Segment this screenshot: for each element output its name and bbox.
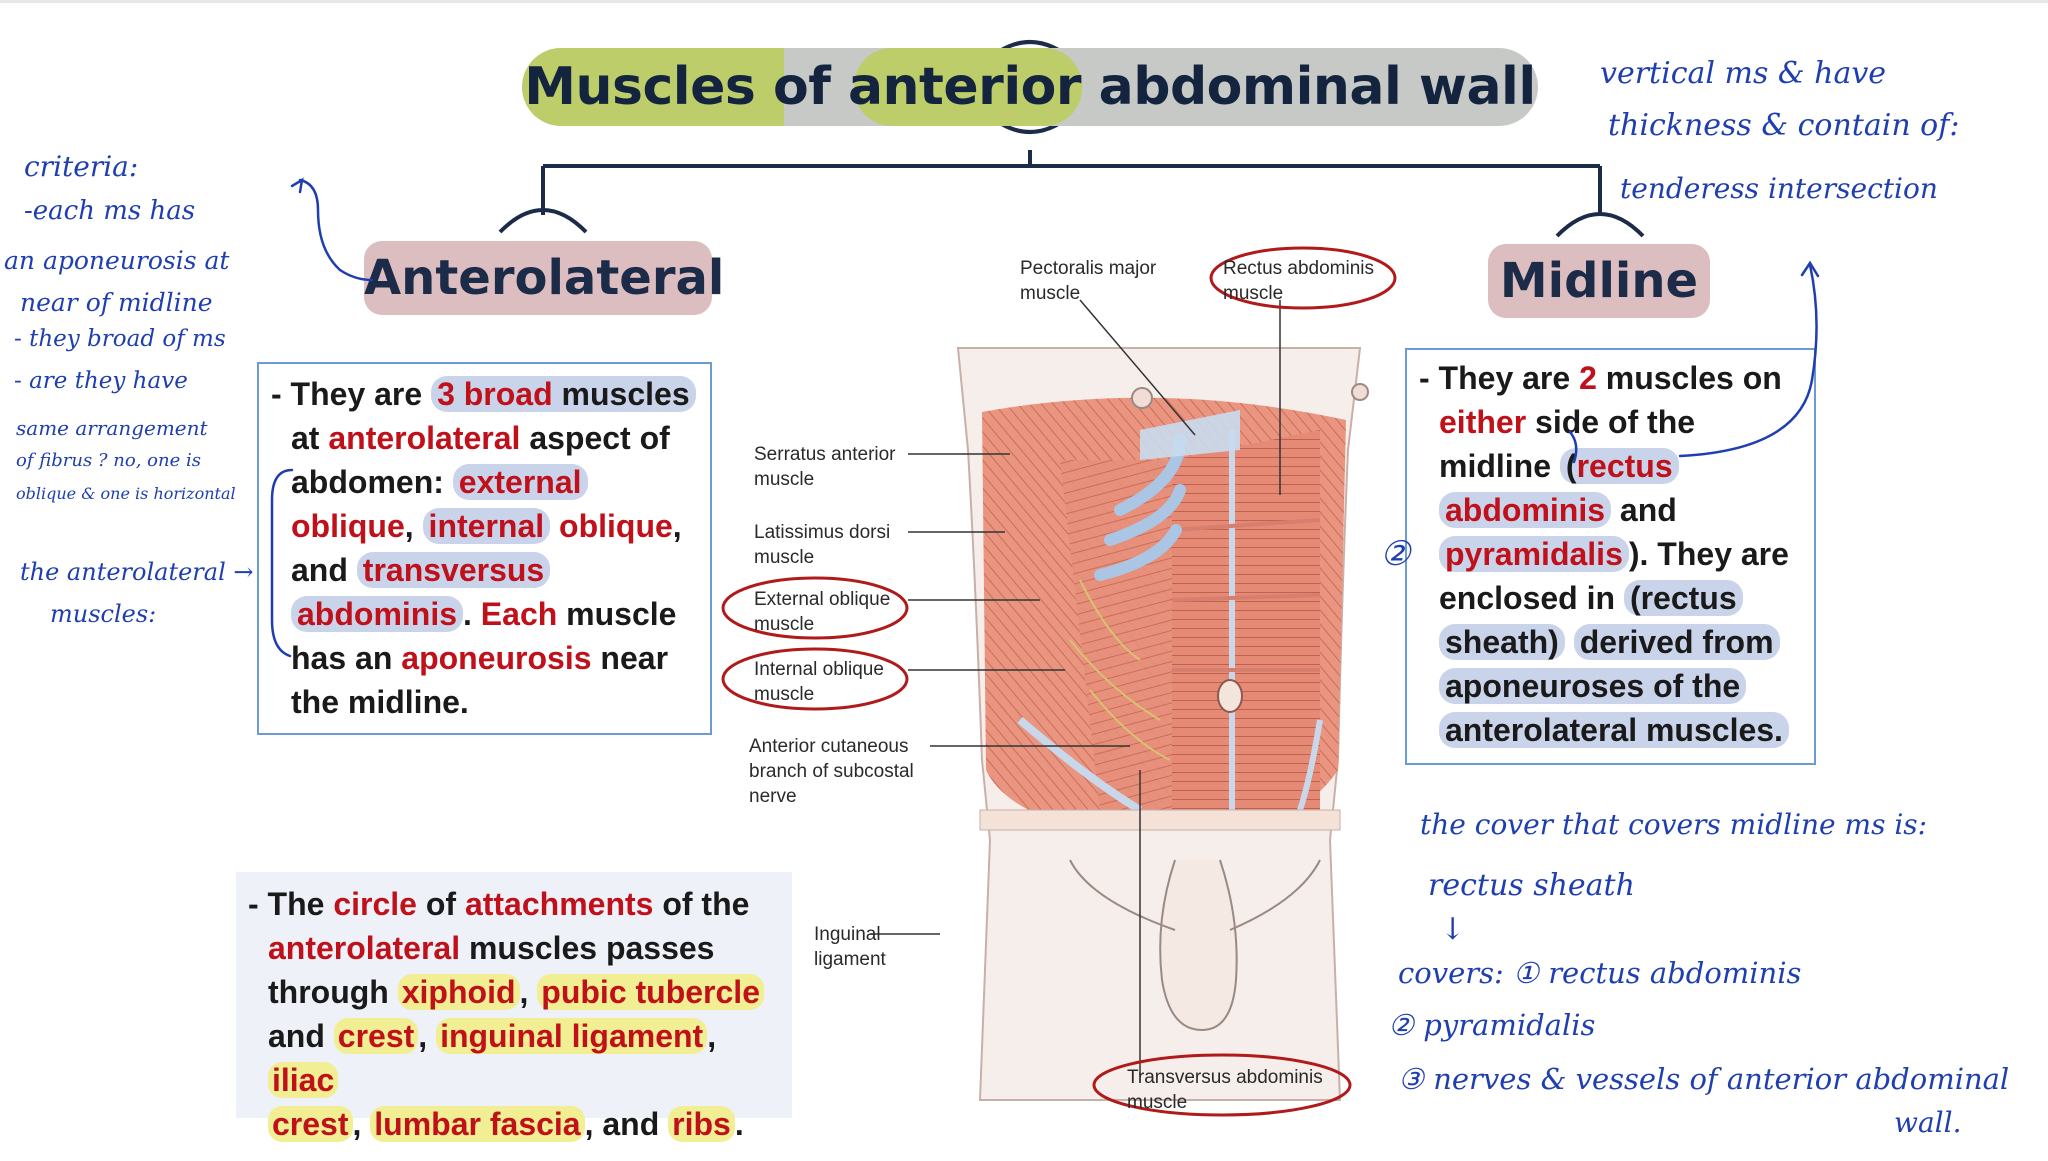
right-heading-bracket-top — [1555, 212, 1645, 238]
hw-covers-1: covers: ① rectus abdominis — [1398, 956, 1802, 990]
hw-cover-1: the cover that covers midline ms is: — [1420, 808, 1928, 841]
top-border — [0, 0, 2048, 3]
pelvis-outline — [1159, 859, 1238, 1032]
hw-criteria-8: oblique & one is horizontal — [16, 484, 236, 503]
heading-anterolateral: Anterolateral — [364, 241, 724, 315]
title-pill — [522, 48, 1538, 126]
hw-criteria-7: of fibrus ? no, one is — [16, 450, 201, 471]
hw-cover-arrow: ↓ — [1440, 912, 1466, 947]
hw-criteria-6: same arrangement — [16, 416, 208, 440]
midline-description-text: - They are 2 muscles on either side of t… — [1419, 360, 1789, 748]
attachments-text: - The circle of attachments of the anter… — [248, 882, 788, 1146]
hw-criteria-1: -each ms has — [24, 196, 196, 226]
heading-midline: Midline — [1488, 244, 1710, 318]
hw-criteria: criteria: — [24, 150, 139, 183]
anterolateral-description-box: - They are 3 broad muscles at anterolate… — [257, 362, 712, 735]
hw-circle-2: ② — [1380, 534, 1411, 574]
nerves — [1069, 579, 1171, 761]
label-circle-annotations — [721, 246, 1397, 1117]
midline-description-box: - They are 2 muscles on either side of t… — [1405, 348, 1816, 765]
hw-vertical-1: vertical ms & have — [1600, 56, 1887, 91]
title-highlight-muscles — [522, 48, 784, 126]
hw-criteria-3: near of midline — [20, 288, 213, 317]
hw-covers-4: wall. — [1894, 1106, 1962, 1139]
hw-covers-2: ② pyramidalis — [1388, 1008, 1596, 1042]
hw-anterolateral: the anterolateral → — [20, 558, 254, 586]
title-highlight-anterior — [854, 48, 1082, 126]
left-heading-bracket-top — [498, 208, 588, 234]
hw-muscles: muscles: — [50, 600, 157, 628]
anterolateral-description-text: - They are 3 broad muscles at anterolate… — [271, 372, 707, 724]
inguinal-ligament-shape — [1017, 716, 1143, 814]
abdominal-wall-illustration — [956, 347, 1369, 1101]
arrow-rectus-to-note — [1678, 263, 1818, 458]
bracket-left-text — [270, 468, 294, 658]
hw-vertical-2: thickness & contain of: — [1608, 108, 1960, 143]
umbilicus — [1217, 679, 1243, 713]
hw-criteria-2: an aponeurosis at — [4, 246, 230, 275]
rectus-shape — [1172, 430, 1320, 810]
arrow-criteria — [298, 178, 374, 282]
hw-criteria-5: - are they have — [14, 368, 188, 394]
hw-covers-3: ③ nerves & vessels of anterior abdominal — [1398, 1062, 2010, 1096]
hw-criteria-4: - they broad of ms — [14, 326, 226, 352]
hw-vertical-3: tenderess intersection — [1620, 172, 1938, 205]
attachments-box: - The circle of attachments of the anter… — [236, 872, 792, 1142]
page-title: Muscles of anterior abdominal wall — [524, 57, 1536, 117]
hw-cover-2: rectus sheath — [1428, 868, 1635, 903]
